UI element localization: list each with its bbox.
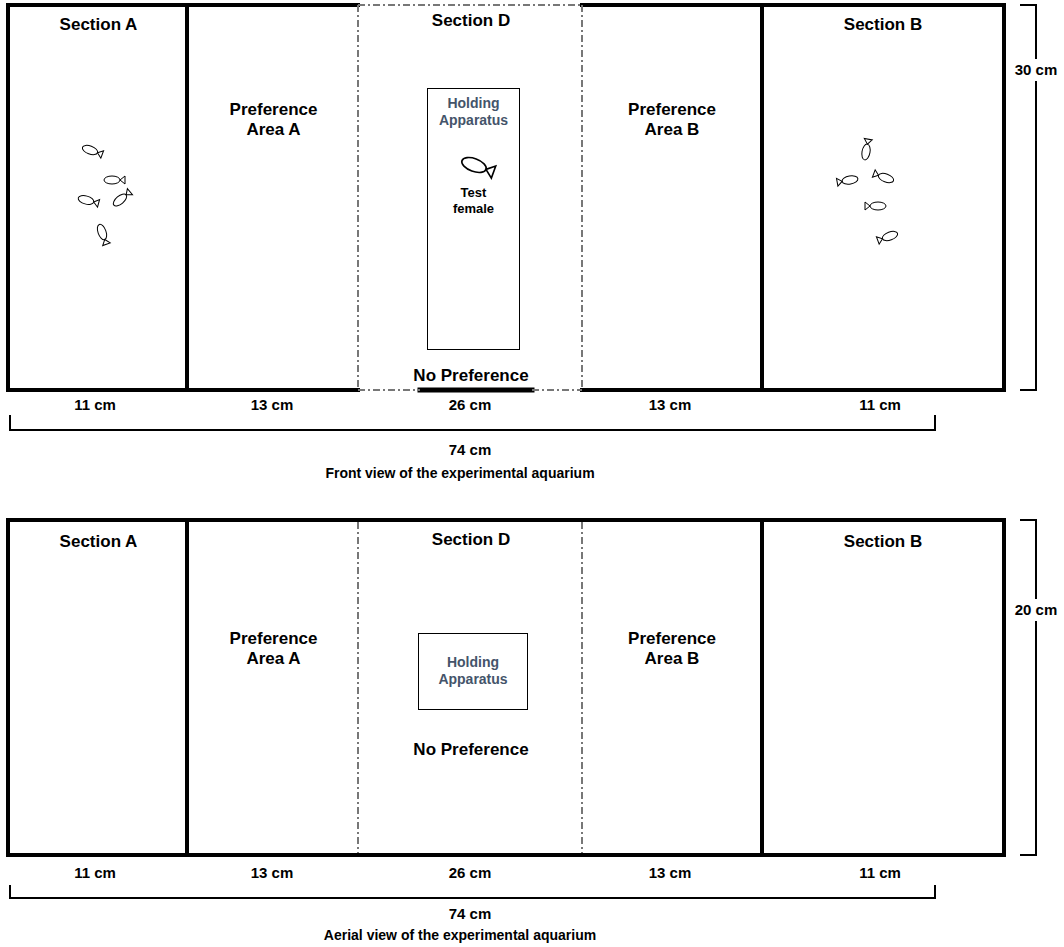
section-label: Holding Apparatus: [438, 654, 507, 688]
section-label: Section B: [844, 15, 922, 35]
fish-icon: [77, 194, 99, 207]
tank-section: Section A: [10, 522, 187, 853]
view-caption: Front view of the experimental aquarium: [325, 465, 594, 482]
preference-area: Preference Area B: [584, 7, 760, 388]
section-label: Section B: [844, 532, 922, 552]
dimension-bracket: [1020, 520, 1036, 855]
fish-icon: [876, 230, 898, 245]
dimension-bracket: [10, 415, 935, 430]
view-caption: Aerial view of the experimental aquarium: [324, 927, 596, 944]
dimension-label: 13 cm: [251, 396, 294, 414]
fish-body: [104, 176, 120, 184]
section-sublabel: No Preference: [413, 366, 528, 386]
section-label: Preference Area B: [628, 629, 716, 670]
dashed-divider: [358, 5, 582, 390]
fish-icon: [111, 189, 132, 209]
fish-icon: [872, 170, 894, 185]
fish-tail: [484, 163, 496, 178]
tank-base-bar: [420, 388, 532, 393]
dimension-label: 30 cm: [1014, 59, 1059, 81]
section-divider: [187, 5, 762, 390]
fish-tail: [863, 139, 872, 145]
fish-group: [77, 139, 899, 246]
fish-tail: [837, 177, 843, 186]
dimension-label: 13 cm: [251, 864, 294, 882]
section-label: Section D: [432, 530, 510, 550]
tank-section: Section A: [10, 7, 187, 388]
section-label: Preference Area A: [230, 629, 318, 670]
section-sublabel: No Preference: [413, 740, 528, 760]
fish-body: [861, 143, 872, 160]
fish-icon: [861, 139, 873, 161]
dimension-bracket: [10, 885, 935, 898]
fish-tail: [101, 238, 110, 245]
dashed-divider: [358, 522, 582, 853]
section-label: Preference Area B: [628, 100, 716, 141]
fish-icon: [460, 155, 496, 179]
dimension-label: 13 cm: [649, 396, 692, 414]
preference-area: Preference Area A: [189, 522, 358, 853]
fish-tail: [865, 202, 870, 210]
fish-tail: [96, 149, 103, 158]
section-label: Preference Area A: [230, 100, 318, 141]
fish-tail: [124, 189, 133, 198]
fish-body: [881, 230, 899, 243]
dashed-edge: [358, 5, 582, 390]
fish-icon: [96, 223, 111, 245]
dimension-label: 26 cm: [449, 864, 492, 882]
section-label: Section D: [432, 11, 510, 31]
fish-tail: [876, 235, 883, 244]
section-label: Holding Apparatus: [439, 95, 508, 129]
fish-body: [841, 175, 858, 186]
section-label: Section A: [60, 15, 138, 35]
tank-wall: [8, 520, 1004, 855]
dimension-label: 74 cm: [449, 905, 492, 923]
section-divider: [187, 520, 762, 855]
fish-body: [877, 172, 895, 185]
fish-tail: [93, 198, 100, 207]
fish-tail: [120, 176, 125, 184]
preference-area: Preference Area A: [189, 7, 358, 388]
section-sublabel: Test female: [453, 185, 494, 216]
fish-body: [77, 194, 95, 206]
dimension-label: 13 cm: [649, 864, 692, 882]
no-preference-section: Holding Apparatus Section D No Preference: [360, 522, 582, 853]
fish-tail: [872, 170, 879, 179]
fish-icon: [81, 144, 103, 159]
fish-icon: [104, 176, 125, 184]
fish-icon: [837, 175, 859, 187]
holding-apparatus: Holding ApparatusTest female: [427, 88, 520, 350]
dimension-label: 74 cm: [449, 441, 492, 459]
tank-section: Section B: [764, 7, 1002, 388]
fish-icon: [865, 202, 886, 210]
fish-body: [96, 223, 109, 241]
dimension-label: 26 cm: [449, 396, 492, 414]
preference-area: Preference Area B: [584, 522, 760, 853]
holding-apparatus: Holding Apparatus: [418, 633, 528, 710]
dimension-label: 11 cm: [74, 396, 116, 414]
dimension-label: 11 cm: [74, 864, 116, 882]
tank-wall: [8, 5, 1004, 390]
dimension-label: 11 cm: [859, 864, 901, 882]
fish-body: [81, 144, 99, 157]
section-label: Section A: [60, 532, 138, 552]
fish-body: [460, 155, 488, 176]
dimension-label: 20 cm: [1014, 599, 1059, 621]
tank-section: Section B: [764, 522, 1002, 853]
dimension-label: 11 cm: [859, 396, 901, 414]
fish-body: [870, 202, 886, 210]
no-preference-section: Holding ApparatusTest female Section D No …: [360, 7, 582, 388]
